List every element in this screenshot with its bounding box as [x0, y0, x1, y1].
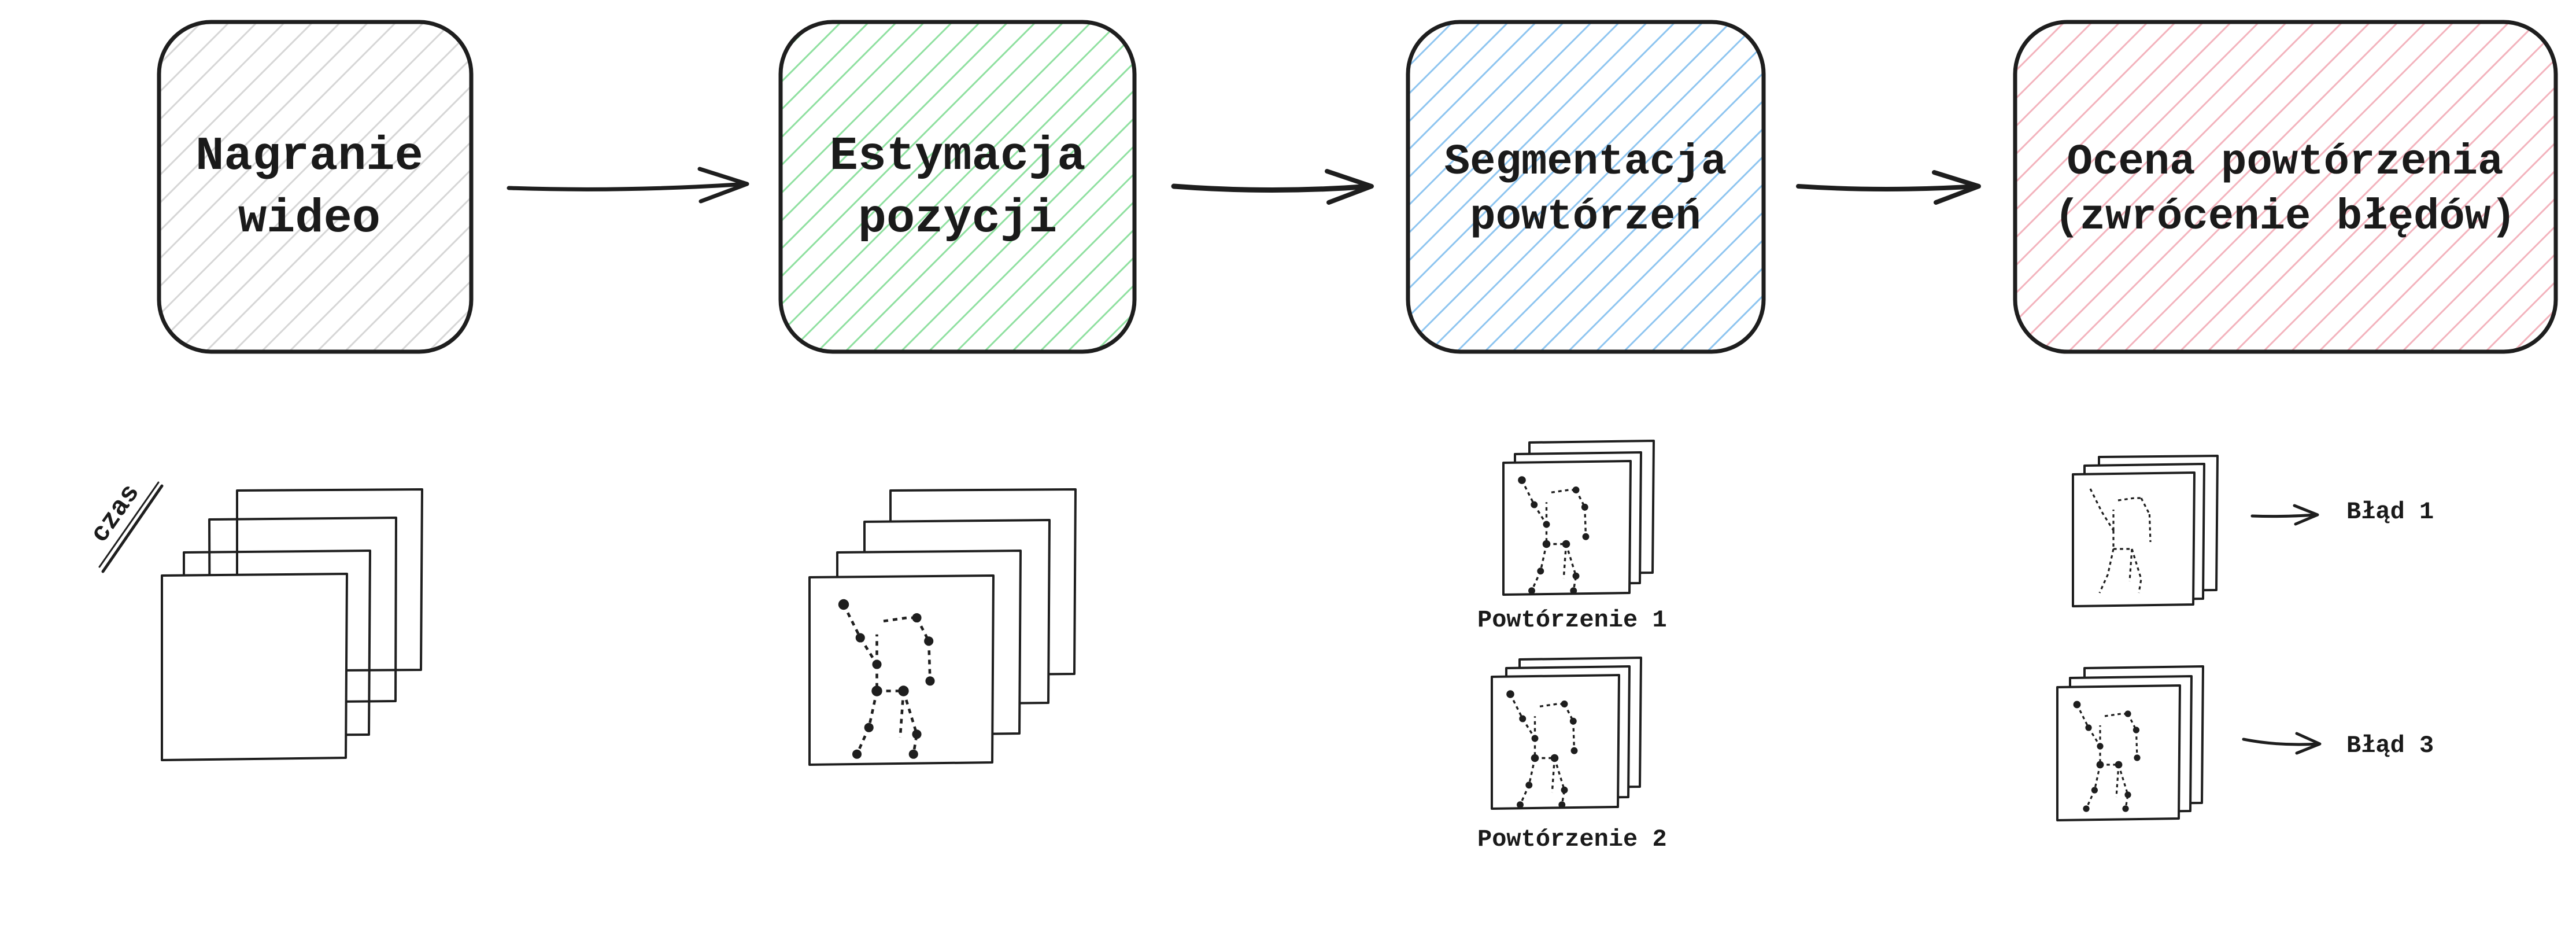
stage-label-line-1: Ocena powtórzenia — [2067, 138, 2504, 187]
error-1-stack: Błąd 1 — [2072, 455, 2434, 607]
stage-label-line-1: Segmentacja — [1444, 138, 1727, 187]
stage-label-line-2: powtórzeń — [1470, 193, 1701, 242]
arrow-to-error-3 — [2242, 732, 2322, 755]
stage-label-line-2: pozycji — [858, 192, 1057, 246]
skeleton-icon — [2073, 701, 2141, 812]
stage-box-video: Nagranie wideo — [157, 20, 474, 354]
repetition-label: Powtórzenie 2 — [1477, 825, 1667, 853]
error-label: Błąd 1 — [2346, 498, 2434, 526]
error-3-stack: Błąd 3 — [2056, 665, 2434, 821]
skeleton-icon — [1518, 476, 1590, 595]
stage-label-line-2: (zwrócenie błędów) — [2054, 193, 2516, 242]
skeleton-icon — [1506, 690, 1578, 809]
skeleton-icon — [2089, 488, 2152, 593]
skeleton-icon — [838, 599, 935, 759]
stage-label-line-1: Estymacja — [830, 130, 1086, 183]
stage-label-line-1: Nagranie — [195, 130, 423, 183]
error-label: Błąd 3 — [2346, 732, 2434, 760]
stage-box-evaluation: Ocena powtórzenia (zwrócenie błędów) — [2013, 20, 2558, 354]
arrow-pose-to-segmentation — [1171, 169, 1374, 205]
time-label: czas — [85, 479, 164, 573]
arrow-to-error-1 — [2250, 504, 2319, 526]
pose-frame-stack — [808, 488, 1077, 766]
arrow-video-to-pose — [507, 167, 749, 204]
repetition-2-stack: Powtórzenie 2 — [1477, 657, 1667, 853]
stage-box-segmentation: Segmentacja powtórzeń — [1406, 20, 1766, 354]
repetition-label: Powtórzenie 1 — [1477, 606, 1667, 634]
stage-label-line-2: wideo — [238, 192, 380, 246]
video-frame-stack: czas — [85, 479, 423, 761]
repetition-1-stack: Powtórzenie 1 — [1477, 440, 1667, 634]
arrow-segmentation-to-evaluation — [1796, 170, 1981, 205]
stage-box-pose: Estymacja pozycji — [778, 20, 1137, 354]
